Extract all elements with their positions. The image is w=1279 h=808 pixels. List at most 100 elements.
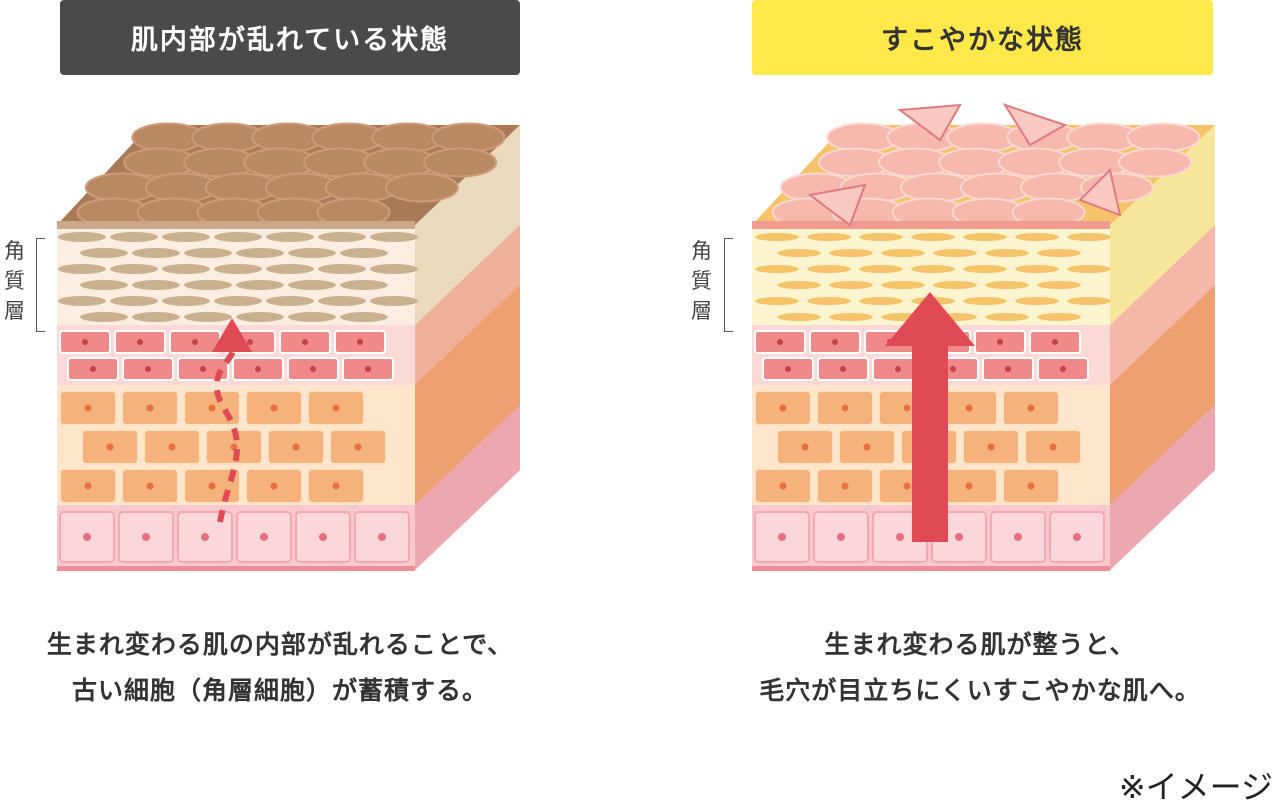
corneocyte [829,313,873,321]
nucleus [378,533,386,541]
caption-right-line2: 毛穴が目立ちにくいすこやかな肌へ。 [759,676,1201,705]
nucleus [965,482,973,490]
corneocyte [58,264,106,274]
corneocyte [288,312,336,322]
corneocyte [807,233,851,241]
nucleus [779,482,787,490]
nucleus [332,404,340,412]
nucleus [230,443,238,451]
nucleus [896,533,904,541]
peeling-flake [897,103,962,142]
side-base [1110,405,1215,570]
turnover-arrow-shaft [912,340,948,542]
surface-cell [1126,122,1201,153]
nucleus [82,339,88,345]
arrowhead-icon [212,318,252,352]
corneocyte [881,281,925,289]
corneocyte [963,233,1007,241]
nucleus [801,443,809,451]
corneocyte [236,280,284,290]
bottom-edge [752,566,1110,571]
corneocyte [132,280,180,290]
corneocyte [1037,281,1081,289]
caption-right-line1: 生まれ変わる肌が整うと、 [824,630,1136,659]
corneocyte [340,248,388,258]
side-corneum [1110,125,1215,325]
nucleus [208,404,216,412]
top-edge [752,221,1110,229]
nucleus [84,404,92,412]
nucleus [840,366,846,372]
image-note: ※イメージ [1118,768,1273,806]
layer-bracket-right [724,238,733,332]
nucleus [903,482,911,490]
nucleus [255,366,261,372]
turnover-arrow-dashed [213,343,241,523]
caption-left-line1: 生まれ変わる肌の内部が乱れることで、 [46,630,514,659]
corneocyte [963,265,1007,273]
corneocyte [214,264,262,274]
nucleus [90,366,96,372]
nucleus [354,443,362,451]
corneocyte [807,297,851,305]
corneocyte [184,312,232,322]
corneocyte [110,264,158,274]
caption-left-line2: 古い細胞（角層細胞）が蓄積する。 [71,676,488,705]
nucleus [168,443,176,451]
nucleus [837,533,845,541]
nucleus [142,533,150,541]
nucleus [841,482,849,490]
nucleus [201,533,209,541]
peeling-flake [1002,103,1068,147]
nucleus [106,443,114,451]
nucleus [270,482,278,490]
peeling-flake [1078,168,1122,217]
nucleus [1060,366,1066,372]
corneocyte [214,232,262,242]
side-orange [1110,285,1215,505]
corneocyte [266,232,314,242]
nucleus [895,366,901,372]
nucleus [779,404,787,412]
corneocyte [318,264,366,274]
corneocyte [1037,313,1081,321]
corneocyte [985,249,1029,257]
nucleus [310,366,316,372]
nucleus [208,482,216,490]
bottom-edge [57,566,415,571]
layer-bracket-left [36,238,45,332]
corneocyte [318,296,366,306]
corneocyte [911,265,955,273]
corneocyte [859,265,903,273]
label-char: 層 [691,299,712,323]
label-char: 層 [4,299,25,323]
stratum-corneum-label-left: 角 質 層 [4,236,28,326]
corneocyte [859,297,903,305]
corneocyte [132,312,180,322]
corneocyte [58,232,106,242]
corneocyte [80,280,128,290]
corneocyte [755,265,799,273]
corneocyte [184,280,232,290]
nucleus [319,533,327,541]
nucleus [83,533,91,541]
corneocyte [58,296,106,306]
corneocyte [340,312,388,322]
corneocyte [370,264,418,274]
nucleus [965,404,973,412]
nucleus [146,404,154,412]
corneocyte [110,296,158,306]
skin-cross-section-healthy [752,103,1215,571]
nucleus [146,482,154,490]
label-char: 角 [691,239,712,263]
title-healthy-state: すこやかな状態 [752,0,1213,75]
corneocyte [132,248,180,258]
corneocyte [236,248,284,258]
corneocyte [162,296,210,306]
corneocyte [985,281,1029,289]
nucleus [192,339,198,345]
nucleus [332,482,340,490]
nucleus [1052,339,1058,345]
corneocyte [985,313,1029,321]
corneocyte [1067,265,1111,273]
